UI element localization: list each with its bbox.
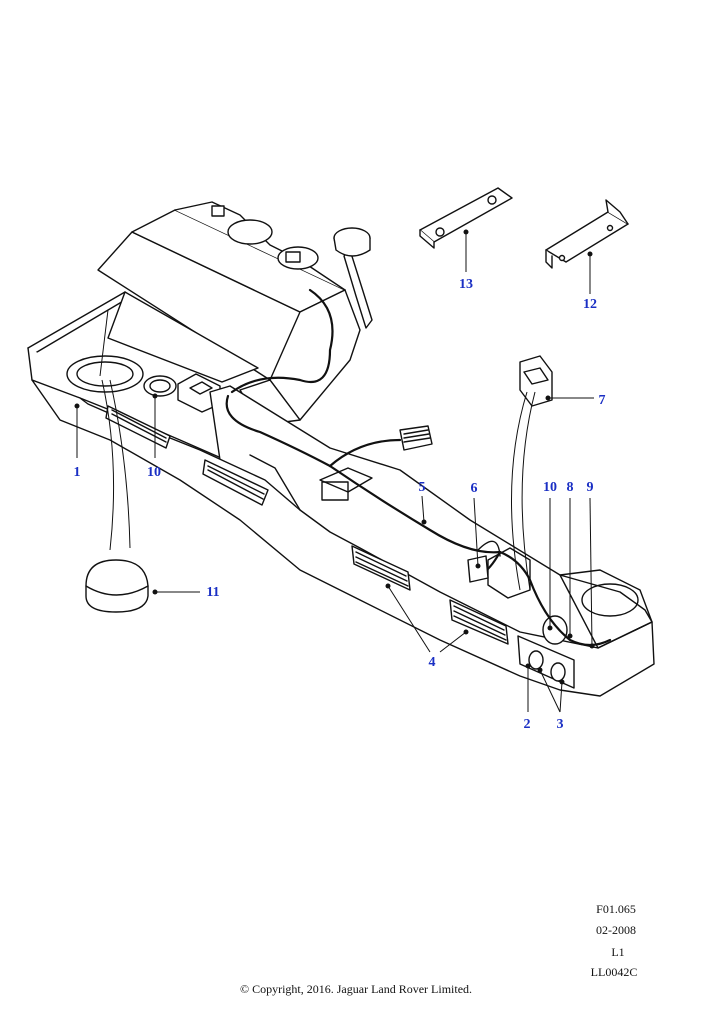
air-vent-left xyxy=(105,405,171,449)
bracket-13 xyxy=(419,187,513,249)
figure-date: 02-2008 xyxy=(596,923,636,937)
cap-11 xyxy=(85,559,149,613)
connector-block xyxy=(399,425,433,451)
callout-9: 9 xyxy=(586,480,594,495)
dashboard-right-tray xyxy=(542,569,653,649)
callout-4: 4 xyxy=(428,655,436,670)
callout-10b: 10 xyxy=(543,480,557,495)
callout-6: 6 xyxy=(470,481,478,496)
figure-code: LL0042C xyxy=(590,965,638,979)
switch-panel xyxy=(517,635,575,689)
figure-number: F01.065 xyxy=(596,902,636,916)
callout-13: 13 xyxy=(459,277,473,292)
figure-level: L1 xyxy=(611,945,625,959)
callout-11: 11 xyxy=(206,585,220,600)
heater-housing xyxy=(97,201,361,426)
heater-control-lever xyxy=(333,227,373,329)
air-vent-centre-left xyxy=(202,459,269,506)
callout-2: 2 xyxy=(523,717,531,732)
callout-12: 12 xyxy=(583,297,597,312)
callout-7: 7 xyxy=(598,393,606,408)
air-vent-centre xyxy=(351,545,411,591)
air-vent-right xyxy=(449,599,509,645)
dashboard-rail xyxy=(31,379,655,697)
callout-10: 10 xyxy=(147,465,161,480)
relay-7 xyxy=(519,355,553,407)
relay-6 xyxy=(467,540,501,583)
callout-5: 5 xyxy=(418,480,426,495)
leader-dots xyxy=(74,229,595,685)
copyright-notice: © Copyright, 2016. Jaguar Land Rover Lim… xyxy=(239,982,473,996)
dashboard-left-tray xyxy=(27,291,273,476)
callout-8: 8 xyxy=(566,480,574,495)
leader-lines xyxy=(76,232,594,713)
bracket-12 xyxy=(545,199,629,269)
callout-1: 1 xyxy=(73,465,81,480)
callout-3: 3 xyxy=(556,717,564,732)
